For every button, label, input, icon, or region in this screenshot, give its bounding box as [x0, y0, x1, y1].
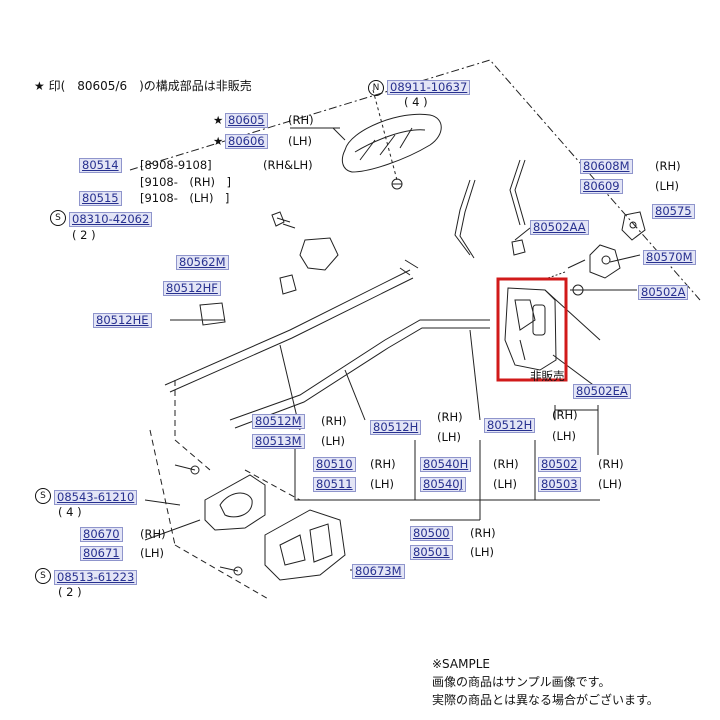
part-80503[interactable]: 80503 [538, 477, 581, 492]
part-80510[interactable]: 80510 [313, 457, 356, 472]
label-rh: (RH) [493, 457, 519, 471]
star-mark: ★ [213, 134, 224, 148]
part-80512H[interactable]: 80512H [484, 418, 536, 433]
part-80511[interactable]: 80511 [313, 477, 356, 492]
qty-08513: ( 2 ) [58, 585, 82, 599]
qty-08911: ( 4 ) [404, 95, 428, 109]
part-80562M[interactable]: 80562M [176, 255, 229, 270]
part-80512HE[interactable]: 80512HE [93, 313, 152, 328]
label-lh: (LH) [493, 477, 518, 491]
label-lh: (LH) [437, 430, 462, 444]
part-80501[interactable]: 80501 [410, 545, 453, 560]
part-80502EA[interactable]: 80502EA [573, 384, 631, 399]
label-rh: (RH) [321, 414, 347, 428]
sample-title: ※SAMPLE [432, 657, 490, 671]
label-rh: (RH) [470, 526, 496, 540]
sample-line-1: 画像の商品はサンプル画像です。 [432, 675, 611, 689]
s-symbol: S [35, 488, 51, 504]
label-lh: (LH) [140, 546, 165, 560]
part-80606[interactable]: 80606 [225, 134, 268, 149]
label-lh: (LH) [370, 477, 395, 491]
n-symbol: N [368, 80, 384, 96]
part-80540J[interactable]: 80540J [420, 477, 466, 492]
part-80512HF[interactable]: 80512HF [163, 281, 221, 296]
part-80502AA[interactable]: 80502AA [530, 220, 589, 235]
label-rh: (RH) [140, 527, 166, 541]
part-80608M[interactable]: 80608M [580, 159, 633, 174]
part-80605[interactable]: 80605 [225, 113, 268, 128]
qty-08310: ( 2 ) [72, 228, 96, 242]
part-80575[interactable]: 80575 [652, 204, 695, 219]
label-lh: (LH) [321, 434, 346, 448]
part-80502A[interactable]: 80502A [638, 285, 689, 300]
part-08911-10637[interactable]: 08911-10637 [387, 80, 471, 95]
part-80609[interactable]: 80609 [580, 179, 623, 194]
part-08543-61210[interactable]: 08543-61210 [54, 490, 138, 505]
label-rh: (RH) [288, 113, 314, 127]
part-80512H[interactable]: 80512H [370, 420, 422, 435]
date-range-lh: [9108- (LH) ] [140, 191, 230, 205]
s-symbol: S [35, 568, 51, 584]
sample-line-2: 実際の商品とは異なる場合がございます。 [432, 693, 659, 707]
label-rh: (RH) [552, 408, 578, 422]
part-80671[interactable]: 80671 [80, 546, 123, 561]
part-80500[interactable]: 80500 [410, 526, 453, 541]
part-80514[interactable]: 80514 [79, 158, 122, 173]
label-rh: (RH) [370, 457, 396, 471]
part-80570M[interactable]: 80570M [643, 250, 696, 265]
label-lh: (LH) [552, 429, 577, 443]
part-80513M[interactable]: 80513M [252, 434, 305, 449]
s-symbol: S [50, 210, 66, 226]
label-lh: (LH) [655, 179, 680, 193]
label-rh: (RH) [437, 410, 463, 424]
label-rh-lh: (RH&LH) [263, 158, 313, 172]
date-range: [8908-9108] [140, 158, 212, 172]
star-mark: ★ [213, 113, 224, 127]
qty-08543: ( 4 ) [58, 505, 82, 519]
part-80502[interactable]: 80502 [538, 457, 581, 472]
part-80673M[interactable]: 80673M [352, 564, 405, 579]
label-lh: (LH) [598, 477, 623, 491]
part-80540H[interactable]: 80540H [420, 457, 472, 472]
header-note: ★ 印( 80605/6 )の構成部品は非販売 [34, 79, 252, 93]
part-80515[interactable]: 80515 [79, 191, 122, 206]
part-08513-61223[interactable]: 08513-61223 [54, 570, 138, 585]
label-lh: (LH) [288, 134, 313, 148]
not-for-sale-label: 非販売 [530, 369, 565, 383]
label-lh: (LH) [470, 545, 495, 559]
date-range-rh: [9108- (RH) ] [140, 175, 232, 189]
label-rh: (RH) [655, 159, 681, 173]
label-rh: (RH) [598, 457, 624, 471]
part-80670[interactable]: 80670 [80, 527, 123, 542]
part-80512M[interactable]: 80512M [252, 414, 305, 429]
part-08310-42062[interactable]: 08310-42062 [69, 212, 153, 227]
